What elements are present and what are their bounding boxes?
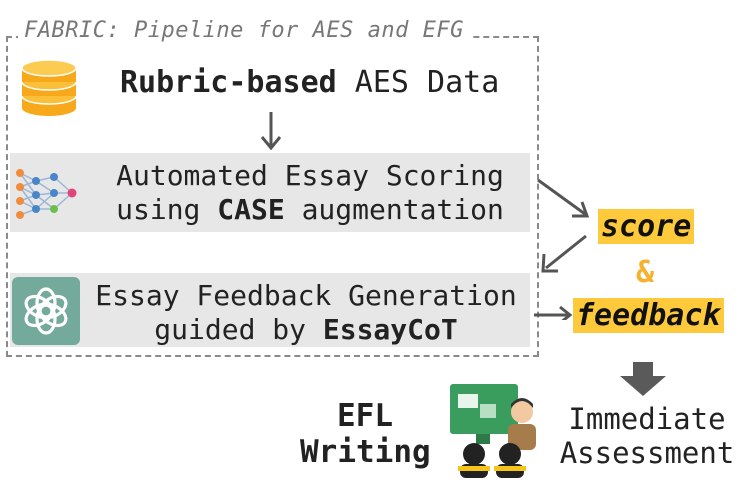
aes-line2-pre: using bbox=[116, 193, 218, 226]
feedback-row bbox=[10, 273, 530, 347]
efl-writing-label: EFL Writing bbox=[300, 398, 431, 470]
feedback-tag: feedback bbox=[573, 298, 724, 333]
arrow-down-1 bbox=[260, 112, 282, 151]
feedback-line2-bold: EssayCoT bbox=[322, 313, 458, 346]
aes-line2-bold: CASE bbox=[217, 193, 285, 226]
immediate-assessment-label: Immediate Assessment bbox=[552, 402, 742, 470]
feedback-label: Essay Feedback Generation guided by Essa… bbox=[82, 279, 530, 347]
aes-data-rest: AES Data bbox=[336, 65, 500, 100]
neural-network-icon bbox=[16, 169, 77, 219]
efl-line1: EFL bbox=[337, 398, 393, 434]
feedback-line2: guided by EssayCoT bbox=[82, 313, 530, 347]
arrow-from-score bbox=[545, 234, 587, 270]
aes-data-label: Rubric-based AES Data bbox=[120, 66, 500, 100]
flow-arrows bbox=[534, 178, 590, 320]
aes-row bbox=[10, 153, 530, 232]
efl-line2: Writing bbox=[300, 434, 431, 470]
arrow-to-score bbox=[537, 178, 586, 216]
aes-data-bold: Rubric-based bbox=[120, 65, 337, 100]
pipeline-title: FABRIC: Pipeline for AES and EFG bbox=[18, 18, 470, 43]
aes-line2: using CASE augmentation bbox=[95, 193, 525, 227]
score-tag: score bbox=[598, 209, 695, 244]
big-down-arrow bbox=[620, 362, 666, 396]
aes-label: Automated Essay Scoring using CASE augme… bbox=[95, 159, 525, 227]
aes-line2-post: augmentation bbox=[284, 193, 504, 226]
feedback-line2-pre: guided by bbox=[154, 313, 323, 346]
feedback-line1: Essay Feedback Generation bbox=[95, 279, 517, 312]
classroom-icon bbox=[450, 384, 536, 478]
ampersand: & bbox=[636, 255, 655, 290]
assessment-line2: Assessment bbox=[559, 436, 735, 470]
database-icon bbox=[21, 59, 77, 116]
aes-line1: Automated Essay Scoring bbox=[116, 159, 504, 192]
assessment-line1: Immediate bbox=[568, 402, 726, 436]
chatgpt-icon bbox=[12, 277, 80, 345]
